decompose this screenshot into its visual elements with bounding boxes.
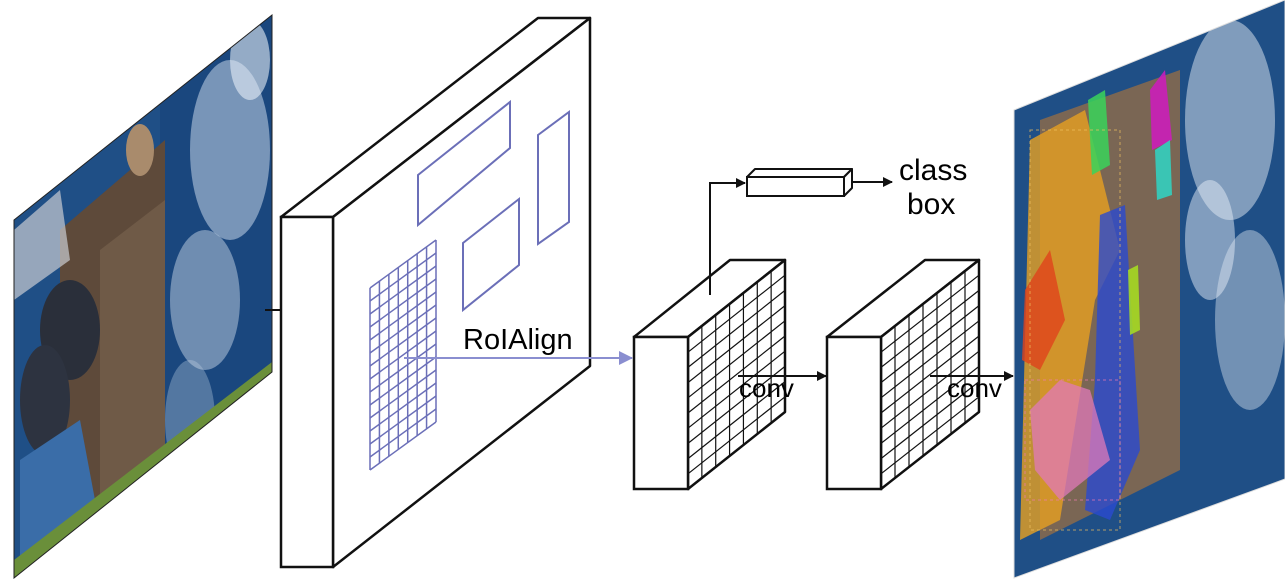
- box-label: box: [907, 188, 955, 221]
- grid-line: [369, 408, 437, 458]
- grid-line: [880, 411, 980, 490]
- roi-boxes: [417, 99, 570, 313]
- grid-line: [687, 381, 786, 460]
- grid-line: [369, 291, 437, 341]
- roi-box: [417, 99, 511, 228]
- grid-line: [369, 304, 437, 354]
- mask-pink: [1030, 380, 1110, 500]
- grid-line: [369, 330, 437, 380]
- conv-block-2: [825, 258, 981, 491]
- grid-line: [880, 305, 980, 384]
- grid-line: [687, 274, 786, 353]
- grid-line: [687, 365, 786, 444]
- grid-line: [369, 395, 437, 445]
- mask-magenta: [1150, 70, 1172, 150]
- input-image-frame: [13, 13, 273, 579]
- conv-block-1: [632, 258, 787, 491]
- grid-line: [369, 239, 437, 289]
- roi-grid: [369, 239, 437, 471]
- mask-lime: [1128, 265, 1140, 335]
- fc-head: [746, 168, 853, 197]
- grid-line: [880, 396, 980, 475]
- grid-line: [687, 411, 786, 490]
- grid-line: [369, 369, 437, 419]
- grid-line: [369, 252, 437, 302]
- head-branch-arrow: [709, 178, 746, 295]
- grid-line: [369, 382, 437, 432]
- roi-box: [462, 196, 520, 313]
- grid-line: [880, 259, 980, 338]
- grid-line: [687, 320, 786, 399]
- grid-line: [369, 278, 437, 328]
- grid-line: [687, 396, 786, 475]
- grid-line: [880, 274, 980, 353]
- mask-red: [1022, 250, 1065, 370]
- output-image-frame: [1013, 0, 1285, 579]
- grid-line: [880, 335, 980, 414]
- grid-line: [880, 365, 980, 444]
- grid-line: [369, 317, 437, 367]
- grid-line: [369, 265, 437, 315]
- backbone-feature-map: [279, 16, 592, 569]
- mask-green: [1088, 90, 1110, 175]
- roi-box: [537, 110, 570, 246]
- grid-line: [369, 421, 437, 471]
- class-label: class: [899, 154, 967, 187]
- grid-line: [369, 356, 437, 406]
- input-image: [14, 15, 272, 578]
- grid-line: [687, 259, 786, 338]
- grid-line: [687, 335, 786, 414]
- roialign-label: RoIAlign: [463, 324, 573, 356]
- grid-line: [880, 320, 980, 399]
- conv-label-2: conv: [947, 373, 1002, 403]
- output-image: [1014, 0, 1285, 578]
- grid-line: [687, 350, 786, 429]
- conv-label-1: conv: [739, 373, 794, 403]
- grid-line: [880, 381, 980, 460]
- grid-line: [880, 350, 980, 429]
- grid-line: [687, 305, 786, 384]
- grid-line: [687, 289, 786, 368]
- grid-line: [880, 289, 980, 368]
- mask-cyan: [1155, 140, 1172, 200]
- grid-line: [369, 343, 437, 393]
